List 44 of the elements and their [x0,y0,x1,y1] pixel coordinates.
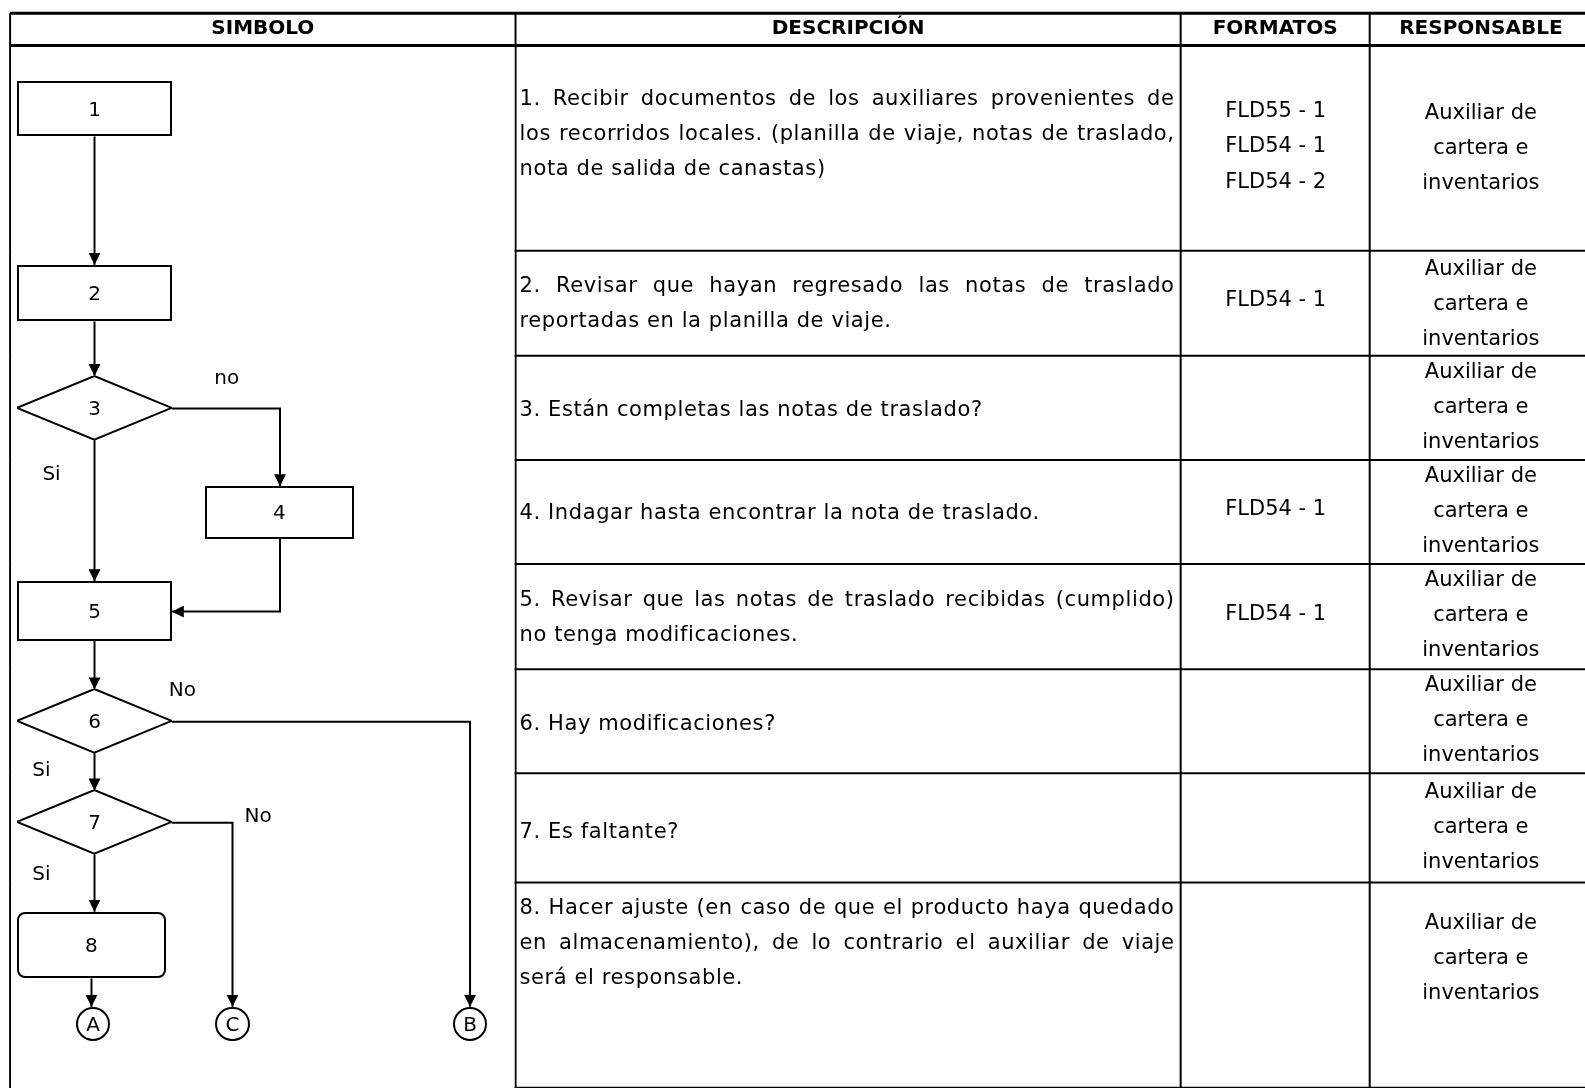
arrow [85,977,98,1008]
arrow [88,853,101,913]
arrow [88,320,101,378]
description-text: 3. Están completas las notas de traslado? [519,396,984,424]
arrow [170,821,239,1008]
process-box: 2 [17,264,172,322]
process-box: 5 [17,581,172,641]
format-code: FLD54 - 1 [1224,600,1328,628]
process-box: 4 [205,486,354,539]
responsible-text: Auxiliar de cartera e inventarios [1421,254,1541,352]
process-box: 8 [17,911,166,979]
description-text: 6. Hay modificaciones? [519,709,777,737]
format-code: FLD54 - 2 [1224,167,1328,195]
format-code: FLD54 - 1 [1224,132,1328,160]
responsible-text: Auxiliar de cartera e inventarios [1421,566,1541,663]
responsible-text: Auxiliar de cartera e inventarios [1421,908,1541,1006]
arrow [170,407,286,488]
arrow [170,537,281,618]
arrow [170,720,477,1008]
description-text: 4. Indagar hasta encontrar la nota de traslado. [519,499,1041,527]
responsible-text: Auxiliar de cartera e inventarios [1421,671,1541,769]
column-header: RESPONSABLE [1398,15,1564,42]
arrow [88,639,101,691]
responsible-text: Auxiliar de cartera e inventarios [1421,357,1541,455]
decision-diamond: 7 [17,790,172,855]
format-code: FLD55 - 1 [1224,97,1328,124]
responsible-text: Auxiliar de cartera e inventarios [1421,99,1541,196]
description-text: 7. Es faltante? [519,817,680,845]
description-text: 1. Recibir documentos de los auxiliares provenientes de los recorridos locales. (planilla de viaje, notas de traslado, nota de salida de canastas) [519,84,1175,182]
format-code: FLD54 - 1 [1224,495,1328,523]
description-text: 8. Hacer ajuste (en caso de que el producto haya quedado en almacenamiento), de lo contrario el auxiliar de viaje será el responsable. [519,893,1175,991]
column-header: FORMATOS [1211,15,1339,42]
process-box: 1 [17,80,172,137]
description-text: 5. Revisar que las notas de traslado recibidas (cumplido) no tenga modificaciones. [519,586,1175,649]
decision-diamond: 3 [17,376,172,440]
arrow [88,752,101,792]
column-header: SIMBOLO [210,15,316,42]
description-text: 2. Revisar que hayan regresado las notas de traslado reportadas en la planilla de viaje. [519,271,1175,334]
responsible-text: Auxiliar de cartera e inventarios [1421,461,1541,559]
column-header: DESCRIPCIÓN [770,15,926,42]
responsible-text: Auxiliar de cartera e inventarios [1421,778,1541,876]
arrow [88,135,101,266]
arrow [88,438,101,583]
format-code: FLD54 - 1 [1224,286,1328,313]
